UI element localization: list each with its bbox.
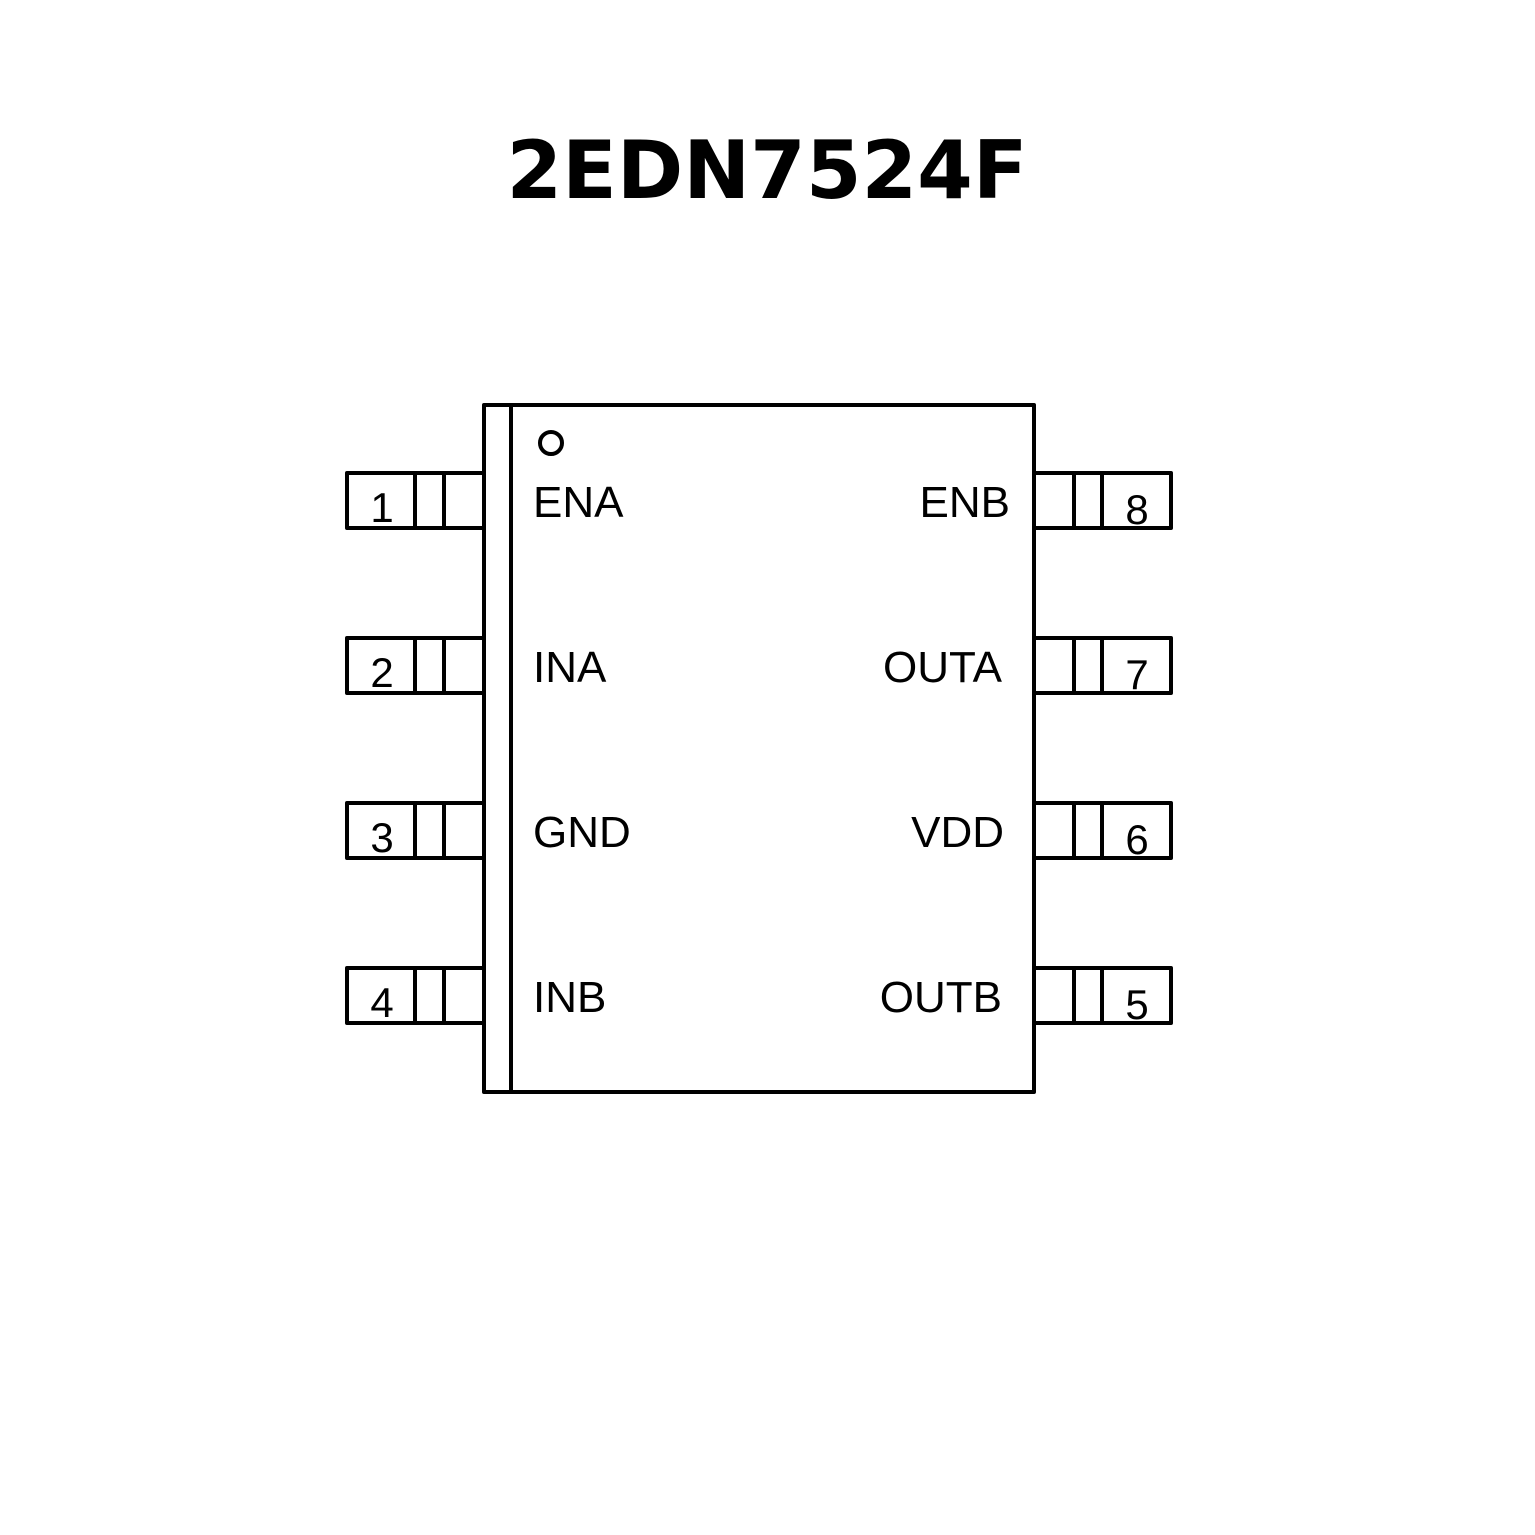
pin-name: ENA [533, 478, 624, 527]
pin-number: 5 [1125, 981, 1148, 1028]
left-pin-group: 1 ENA 2 INA 3 GND 4 INB [345, 471, 631, 1026]
part-number-title: 2EDN7524F [507, 124, 1028, 217]
package-outline [482, 403, 1036, 1094]
right-pin-group: 8 ENB 7 OUTA 6 VDD 5 OUTB [880, 471, 1173, 1028]
pin-number: 8 [1125, 486, 1148, 533]
pin-number: 2 [370, 649, 393, 696]
pin-number: 7 [1125, 651, 1148, 698]
pin-1: 1 ENA [345, 471, 624, 531]
pin-name: OUTB [880, 973, 1002, 1022]
pin-2: 2 INA [345, 636, 607, 696]
pin-4: 4 INB [345, 966, 606, 1026]
pin-name: GND [533, 808, 631, 857]
pin-5: 5 OUTB [880, 966, 1173, 1028]
pin-name: INA [533, 643, 607, 692]
pin-name: ENB [920, 478, 1010, 527]
pin-3: 3 GND [345, 801, 631, 861]
pin-7: 7 OUTA [883, 636, 1173, 698]
pin-name: OUTA [883, 643, 1003, 692]
pin-number: 4 [370, 979, 393, 1026]
pin1-marker-icon [538, 430, 564, 456]
pin-number: 6 [1125, 816, 1148, 863]
ic-package-body [482, 403, 1036, 1094]
pin-name: VDD [911, 808, 1004, 857]
pin-name: INB [533, 973, 606, 1022]
pin-number: 3 [370, 814, 393, 861]
pin-number: 1 [370, 484, 393, 531]
pin-8: 8 ENB [920, 471, 1173, 533]
pin-6: 6 VDD [911, 801, 1173, 863]
